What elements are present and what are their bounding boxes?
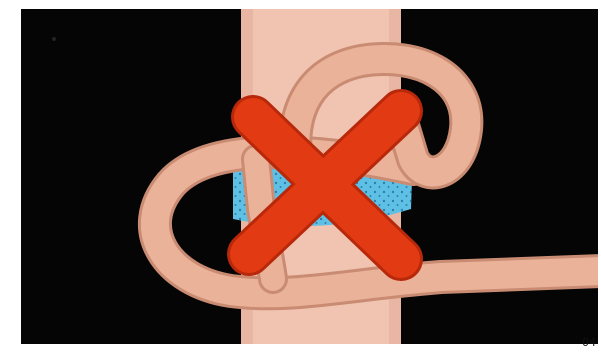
speck xyxy=(52,37,56,41)
corner-label: 04 xyxy=(582,336,596,350)
illustration-frame xyxy=(21,9,598,344)
knot-scene xyxy=(21,9,598,344)
